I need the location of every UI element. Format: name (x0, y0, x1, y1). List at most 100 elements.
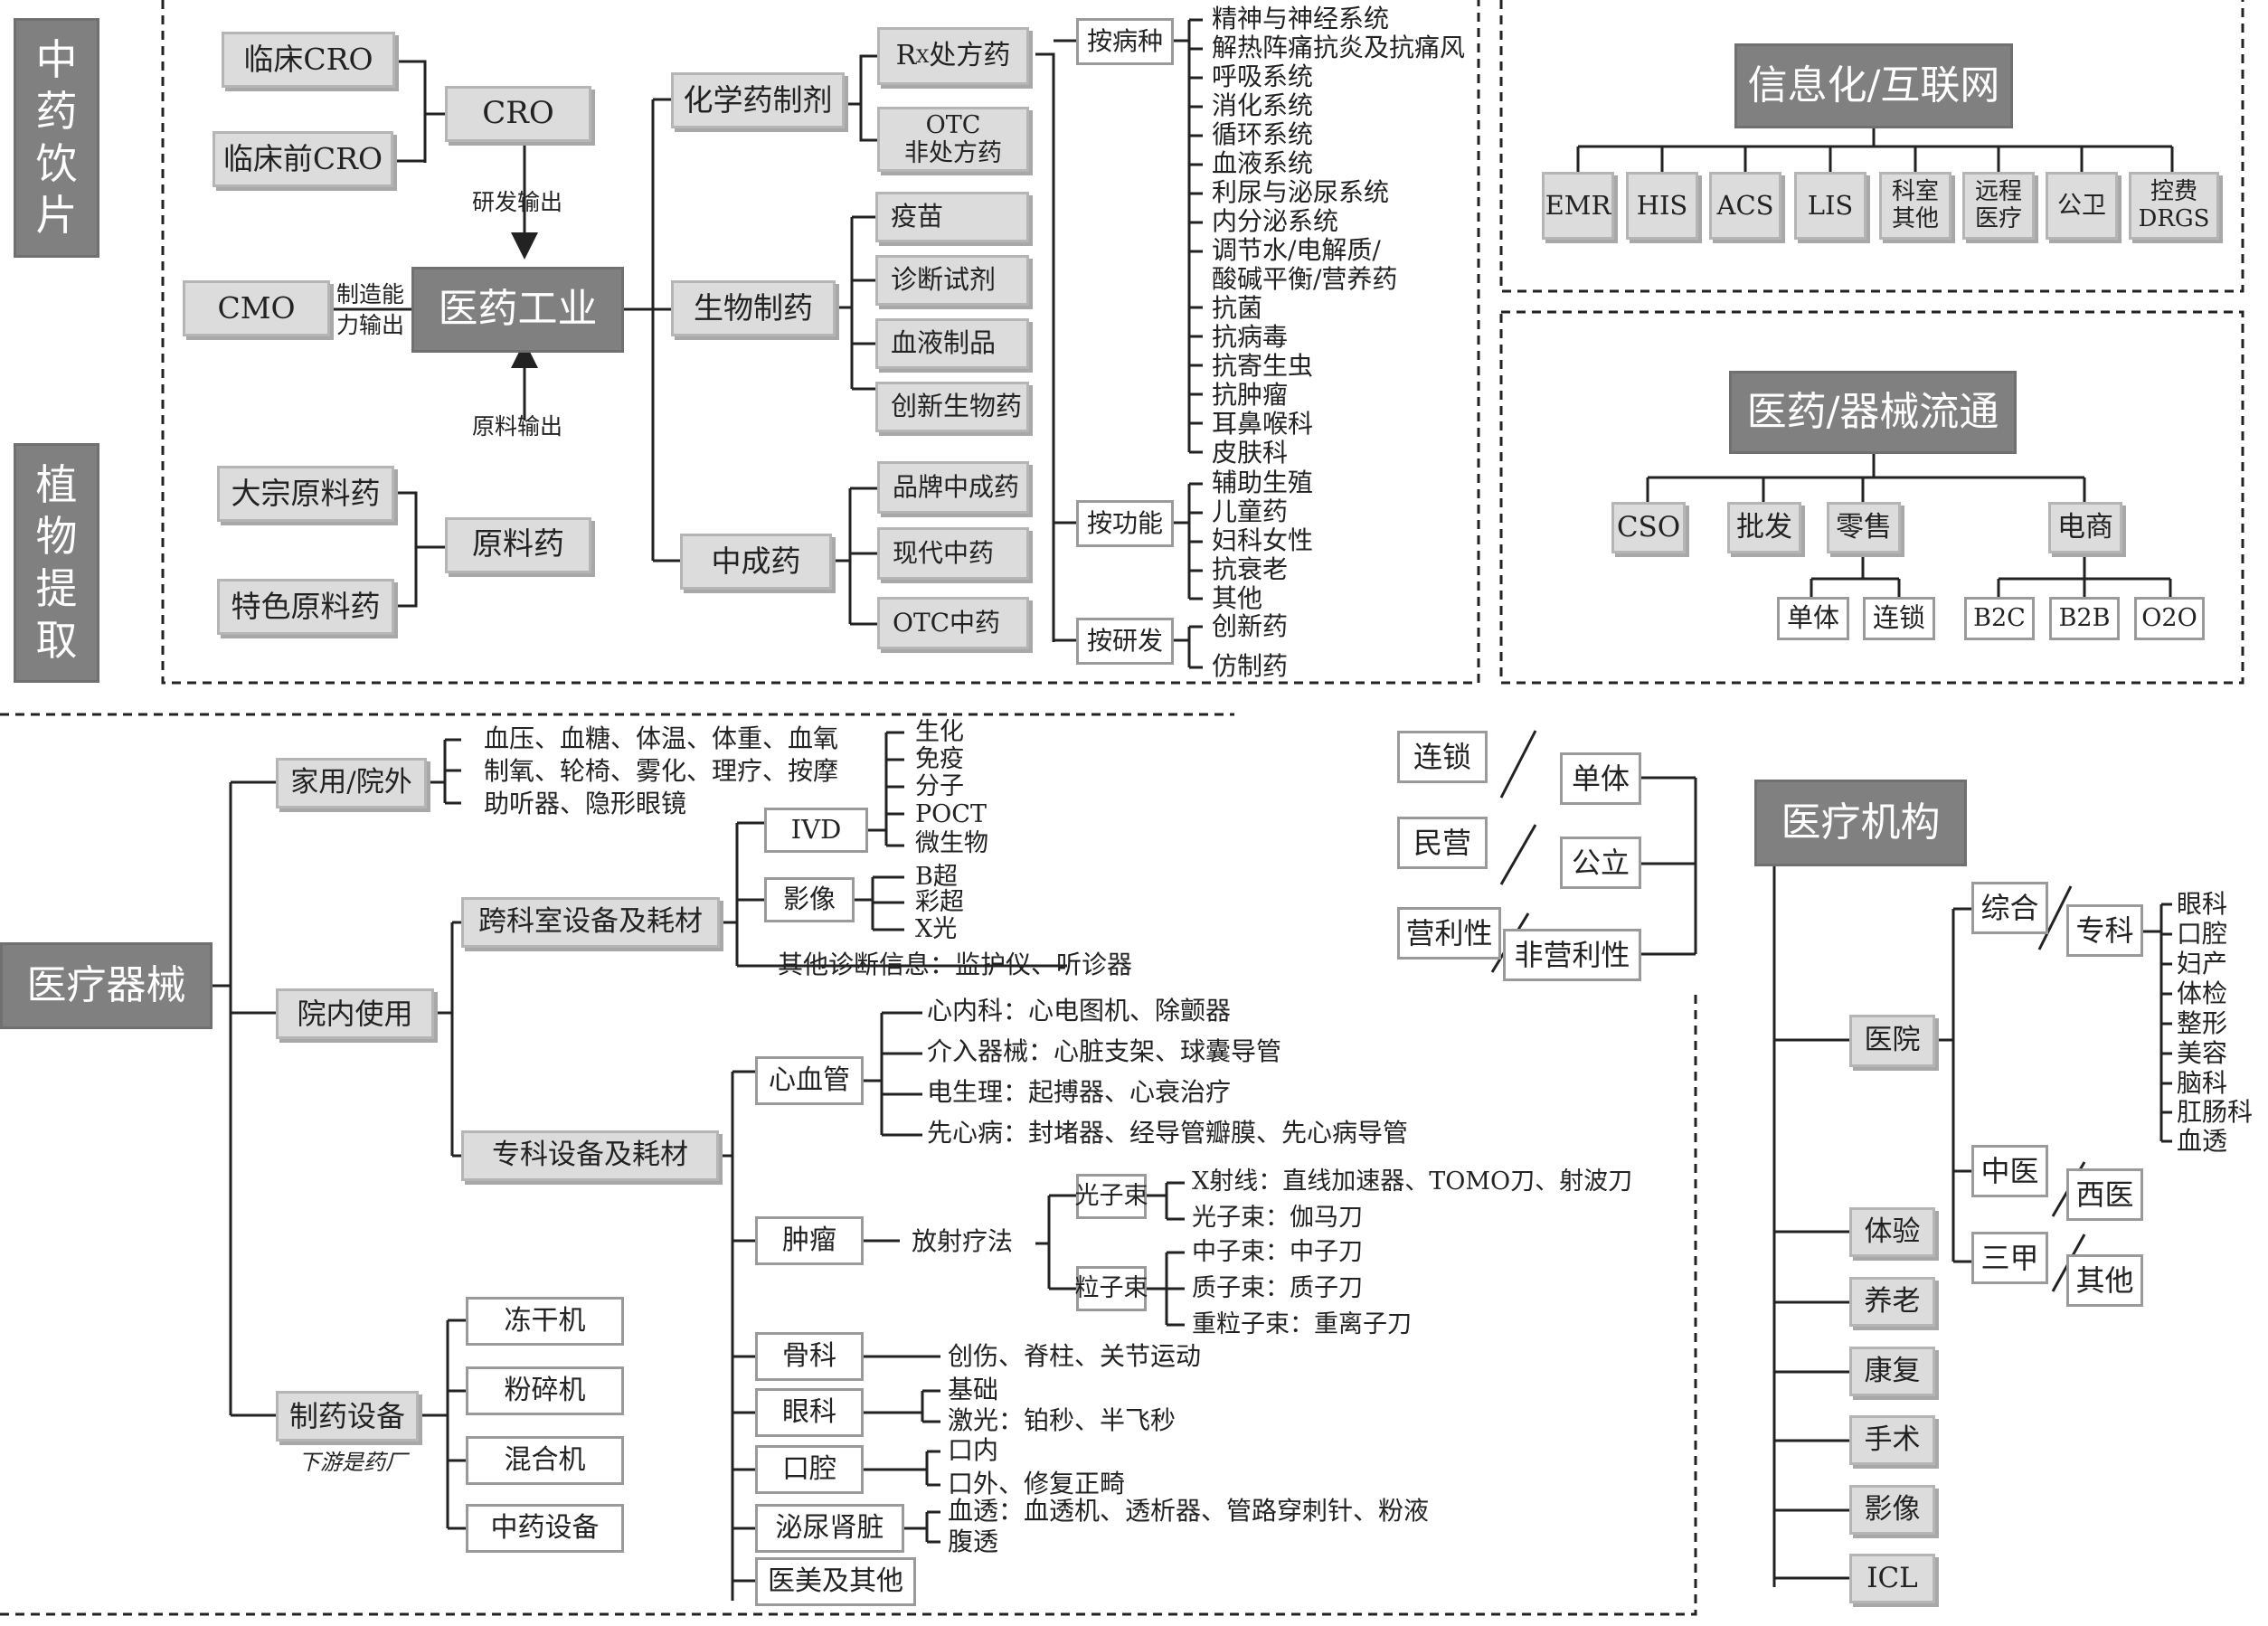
disease-item: 利尿与泌尿系统 (1212, 177, 1390, 207)
node-modern-tcm: 现代中药 (877, 527, 1029, 580)
label-cmo-note-1: 制造能 (336, 281, 405, 307)
node-surgery: 手术 (1849, 1415, 1935, 1465)
node-tumor: 肿瘤 (755, 1216, 864, 1265)
node-biopharma: 生物制药 (671, 280, 836, 336)
specialty-item: 美容 (2177, 1038, 2228, 1068)
node-otc-tcm: OTC中药 (877, 597, 1029, 649)
disease-item: 调节水/电解质/ (1212, 235, 1381, 265)
it-item-emr: EMR (1542, 172, 1614, 240)
it-item-remote: 远程医疗 (1962, 172, 2035, 240)
node-cross-dept: 跨科室设备及耗材 (461, 897, 720, 948)
disease-item: 皮肤科 (1212, 438, 1289, 468)
disease-item: 精神与神经系统 (1212, 4, 1390, 33)
node-uro: 泌尿肾脏 (755, 1504, 904, 1553)
it-item-public-health: 公卫 (2046, 172, 2118, 240)
node-freeze-dryer: 冻干机 (466, 1297, 624, 1346)
node-tcm-equipment: 中药设备 (466, 1504, 624, 1553)
node-mixer: 混合机 (466, 1436, 624, 1485)
node-medical-institution: 医疗机构 (1754, 780, 1967, 866)
label-radiotherapy: 放射疗法 (912, 1226, 1014, 1256)
node-icl: ICL (1849, 1554, 1935, 1603)
disease-item: 血液系统 (1212, 148, 1314, 178)
rx-r: R (895, 39, 917, 71)
rx-text: 处方药 (929, 39, 1011, 71)
node-preclinical-cro: 临床前CRO (213, 131, 393, 187)
node-ivd: IVD (764, 808, 868, 853)
disease-item: 抗病毒 (1212, 322, 1289, 352)
imaging-item: X光 (915, 915, 958, 943)
label-rd-output: 研发输出 (472, 189, 563, 215)
disease-item: 解热阵痛抗炎及抗痛风 (1212, 33, 1466, 62)
node-by-function: 按功能 (1076, 500, 1174, 547)
node-b2c: B2C (1964, 597, 2035, 640)
eye-item: 激光：铂秒、半飞秒 (948, 1405, 1177, 1435)
it-item-drgs-1: 控费 (2150, 177, 2197, 205)
photon-item: 光子束：伽马刀 (1192, 1204, 1363, 1232)
node-photon: 光子束 (1075, 1174, 1148, 1219)
node-raw-bulk: 大宗原料药 (217, 466, 394, 522)
label-raw-output: 原料输出 (472, 413, 563, 440)
it-item-lis: LIS (1794, 172, 1866, 240)
node-inst-tcm: 中医 (1971, 1145, 2048, 1197)
node-medical-device: 医疗器械 (0, 942, 213, 1029)
it-item-drgs-2: DRGS (2138, 204, 2210, 232)
photon-item: X射线：直线加速器、TOMO刀、射波刀 (1192, 1168, 1633, 1196)
label-cmo-note-2: 力输出 (336, 312, 405, 338)
node-b2b: B2B (2049, 597, 2120, 640)
node-nonprofit: 非营利性 (1503, 929, 1641, 981)
node-ortho: 骨科 (755, 1332, 864, 1381)
node-general: 综合 (1971, 882, 2048, 934)
rd-item: 创新药 (1212, 611, 1289, 641)
home-line: 制氧、轮椅、雾化、理疗、按摩 (484, 756, 839, 786)
node-vaccine: 疫苗 (875, 192, 1029, 242)
function-item: 其他 (1212, 583, 1263, 613)
node-specialty: 专科 (2066, 904, 2143, 957)
node-cardio: 心血管 (755, 1056, 864, 1105)
side-label-zhiwu: 植物提取 (14, 443, 99, 683)
node-elderly-care: 养老 (1849, 1277, 1935, 1327)
it-item-his: HIS (1626, 172, 1698, 240)
disease-item: 抗肿瘤 (1212, 380, 1289, 410)
particle-item: 质子束：质子刀 (1192, 1274, 1363, 1302)
node-eye: 眼科 (755, 1388, 864, 1437)
home-line: 血压、血糖、体温、体重、血氧 (484, 723, 839, 753)
node-single: 单体 (1560, 752, 1641, 805)
specialty-item: 妇产 (2177, 949, 2228, 978)
node-crusher: 粉碎机 (466, 1366, 624, 1415)
disease-item: 抗寄生虫 (1212, 351, 1314, 381)
imaging-item: B超 (915, 863, 958, 891)
node-clinical-cro: 临床CRO (222, 32, 395, 88)
node-raw-material: 原料药 (445, 517, 591, 573)
eye-item: 基础 (948, 1375, 999, 1404)
ivd-item: 免疫 (915, 745, 964, 773)
specialty-item: 肛肠科 (2177, 1097, 2254, 1127)
it-item-dept-2: 其他 (1891, 204, 1939, 232)
node-retail-single: 单体 (1777, 597, 1849, 640)
node-device-imaging: 影像 (764, 877, 855, 922)
node-cro: CRO (445, 86, 591, 142)
specialty-item: 眼科 (2177, 889, 2228, 919)
node-pharma-equipment: 制药设备 (276, 1391, 419, 1442)
node-aesthetic: 医美及其他 (755, 1557, 916, 1606)
node-cmo: CMO (183, 280, 330, 336)
function-item: 抗衰老 (1212, 554, 1289, 584)
cardio-item: 介入器械：心脏支架、球囊导管 (927, 1036, 1282, 1066)
node-home-use: 家用/院外 (276, 758, 427, 808)
node-rehab: 康复 (1849, 1347, 1935, 1396)
node-blood-products: 血液制品 (875, 318, 1029, 369)
node-in-hospital: 院内使用 (276, 988, 434, 1039)
function-item: 妇科女性 (1212, 525, 1314, 555)
node-hospital: 医院 (1849, 1015, 1935, 1067)
node-chain: 连锁 (1397, 731, 1488, 783)
node-public: 公立 (1560, 837, 1641, 889)
node-tier3: 三甲 (1971, 1232, 2048, 1284)
node-private: 民营 (1397, 817, 1488, 869)
dental-item: 口内 (948, 1435, 999, 1465)
node-inst-imaging: 影像 (1849, 1485, 1935, 1535)
node-experience: 体验 (1849, 1207, 1935, 1257)
disease-item: 呼吸系统 (1212, 61, 1314, 91)
cardio-item: 先心病：封堵器、经导管瓣膜、先心病导管 (927, 1118, 1409, 1148)
it-item-dept-1: 科室 (1891, 177, 1939, 205)
